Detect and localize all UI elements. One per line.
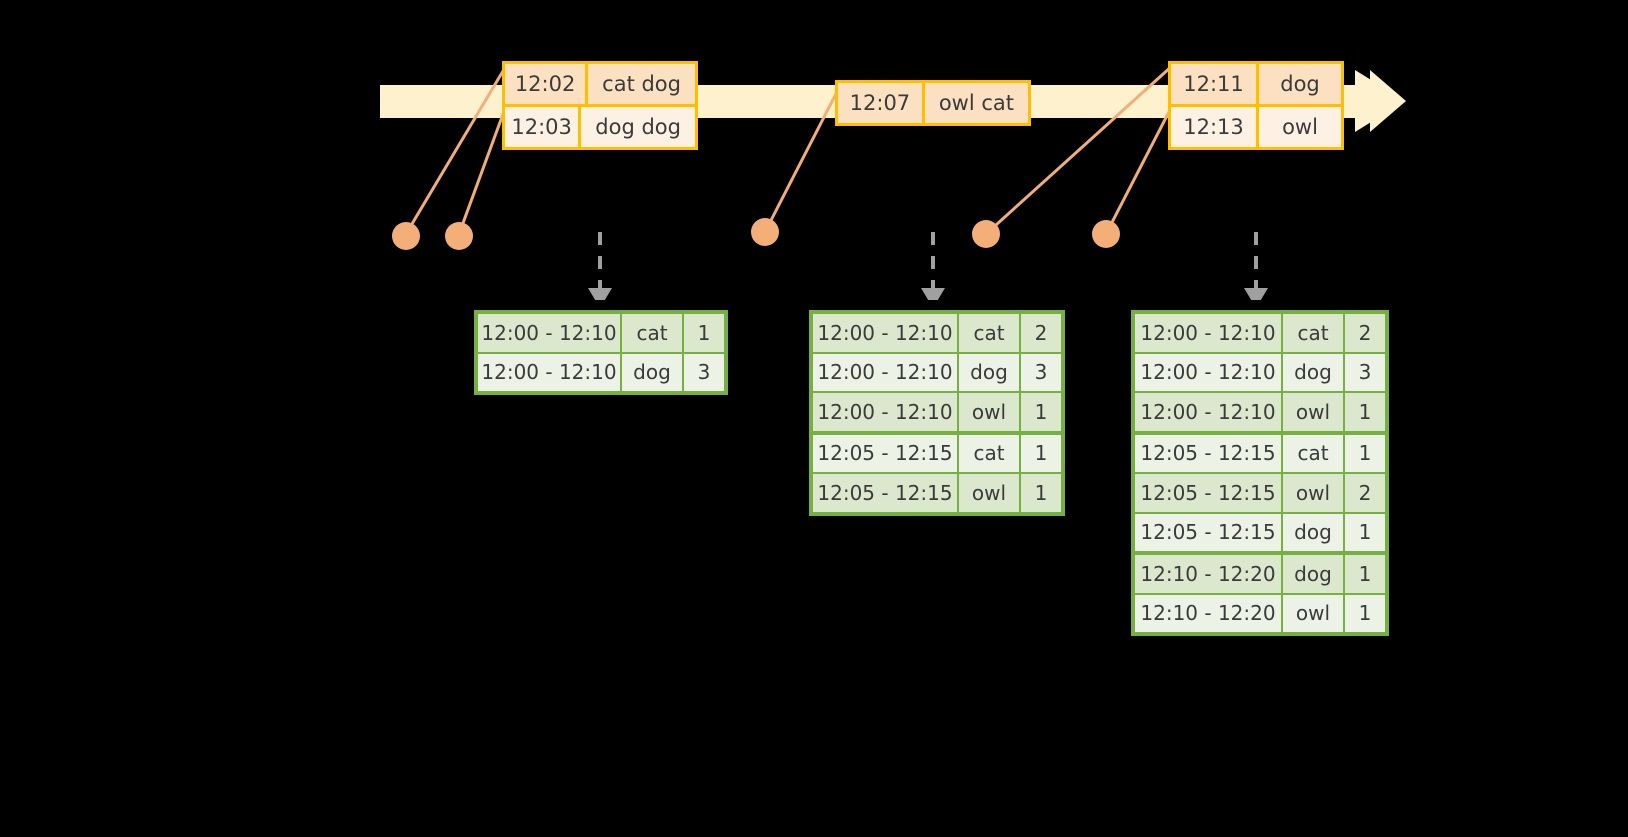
cell-word: cat [1283,314,1345,352]
event-words: owl cat [938,91,1014,115]
cell-count: 1 [1358,441,1372,466]
cell-count: 2 [1034,320,1048,345]
cell-window: 12:00 - 12:10 [478,353,622,391]
event-dot-4 [972,220,1000,248]
event-dot-2 [445,222,473,250]
cell-window: 12:05 - 12:15 [813,474,959,512]
timeline-arrowhead [1355,70,1405,132]
cell-word: cat [1283,434,1345,472]
timeline-graphics [380,64,1406,300]
cell-count: 1 [1034,399,1048,424]
event-row: 12:13 owl [1171,104,1341,147]
event-box-first-batch[interactable]: 12:02 cat dog 12:03 dog dog [502,61,698,150]
cell-word: dog [1283,555,1345,593]
cell-word: dog [1283,513,1345,551]
connector-line-1 [404,65,508,235]
event-row: 12:02 cat dog [505,64,695,104]
event-row: 12:11 dog [1171,64,1341,104]
cell-word: cat [959,434,1021,472]
event-words: cat dog [602,72,681,96]
cell-window: 12:00 - 12:10 [1135,353,1283,391]
cell-word: owl [1283,474,1345,512]
cell-word: dog [1283,353,1345,391]
cell-count: 1 [1358,601,1372,626]
connector-line-5 [1104,105,1174,235]
event-dot-5 [1092,220,1120,248]
cell-window: 12:05 - 12:15 [1135,474,1283,512]
cell-count: 2 [1358,320,1372,345]
cell-count: 1 [697,320,711,345]
flow-arrow-head-3 [1244,288,1268,300]
event-row: 12:03 dog dog [505,104,695,147]
cell-word: owl [959,474,1021,512]
cell-window: 12:00 - 12:10 [813,314,959,352]
event-time: 12:07 [838,83,925,123]
connector-line-3 [763,85,842,233]
cell-window: 12:00 - 12:10 [813,393,959,431]
cell-word: cat [622,314,684,352]
cell-word: cat [959,314,1021,352]
flow-arrow-head-2 [921,288,945,300]
event-words: owl [1282,115,1318,139]
event-time: 12:13 [1171,107,1259,147]
cell-window: 12:10 - 12:20 [1135,555,1283,593]
event-words: dog [1280,72,1320,96]
cell-window: 12:00 - 12:10 [1135,393,1283,431]
event-time: 12:03 [505,107,582,147]
event-box-second-batch[interactable]: 12:07 owl cat [835,80,1031,126]
cell-window: 12:05 - 12:15 [1135,513,1283,551]
cell-word: owl [1283,594,1345,632]
cell-count: 3 [697,360,711,385]
connector-line-2 [457,105,508,235]
event-words: dog dog [595,115,681,139]
cell-window: 12:05 - 12:15 [1135,434,1283,472]
cell-word: dog [959,353,1021,391]
event-time: 12:02 [505,64,589,104]
cell-count: 3 [1358,360,1372,385]
cell-window: 12:00 - 12:10 [813,353,959,391]
cell-count: 2 [1358,480,1372,505]
flow-arrow-head-1 [588,288,612,300]
cell-count: 1 [1034,480,1048,505]
cell-count: 1 [1358,399,1372,424]
cell-window: 12:05 - 12:15 [813,434,959,472]
event-dot-1 [392,222,420,250]
cell-count: 1 [1358,520,1372,545]
cell-count: 3 [1034,360,1048,385]
cell-window: 12:00 - 12:10 [1135,314,1283,352]
event-row: 12:07 owl cat [838,83,1028,123]
cell-window: 12:10 - 12:20 [1135,594,1283,632]
cell-window: 12:00 - 12:10 [478,314,622,352]
cell-word: owl [1283,393,1345,431]
event-box-third-batch[interactable]: 12:11 dog 12:13 owl [1168,61,1344,150]
cell-word: dog [622,353,684,391]
cell-count: 1 [1034,441,1048,466]
timeline-arrowhead-body [1350,70,1406,132]
cell-count: 1 [1358,561,1372,586]
event-time: 12:11 [1171,64,1259,104]
cell-word: owl [959,393,1021,431]
event-dot-3 [751,218,779,246]
